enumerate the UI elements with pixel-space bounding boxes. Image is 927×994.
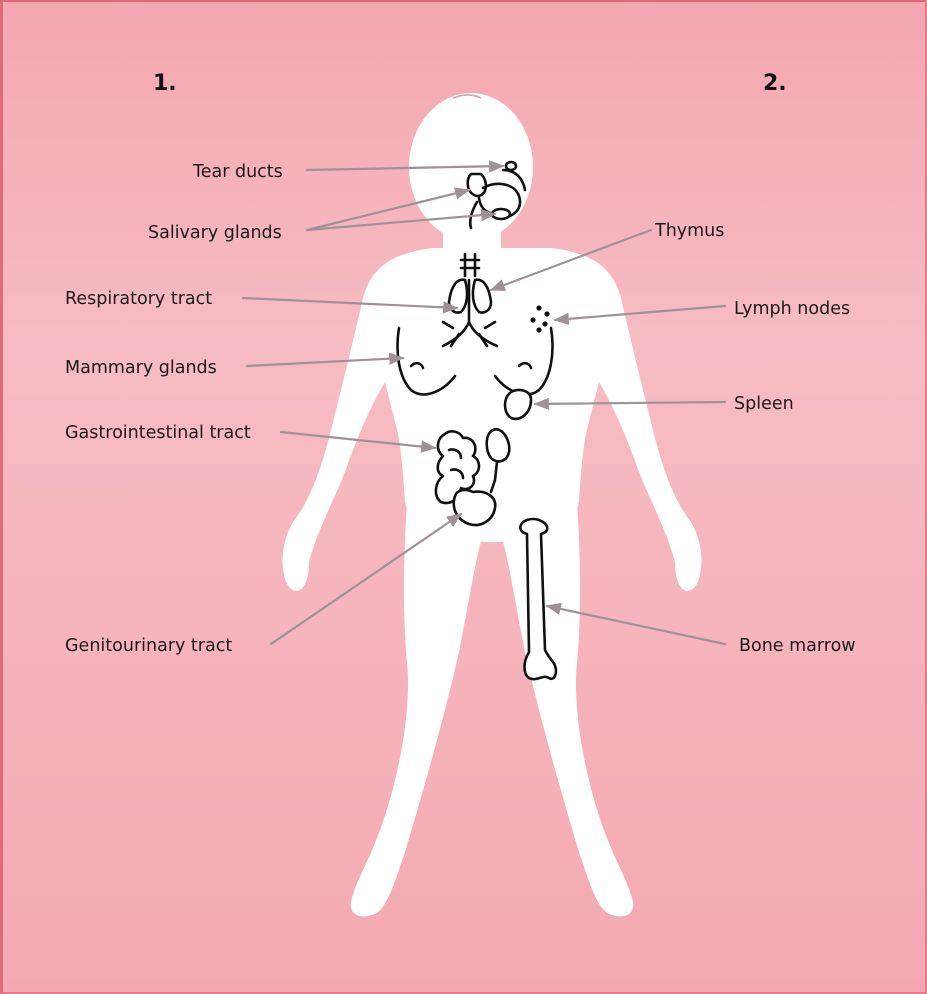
label-spleen: Spleen (734, 394, 794, 414)
label-genitourinary-tract: Genitourinary tract (65, 636, 232, 656)
label-lymph-nodes: Lymph nodes (734, 299, 850, 319)
label-salivary-glands: Salivary glands (148, 223, 282, 243)
panel-number-left: 1. (153, 71, 177, 96)
body-diagram: 1. 2. Tear ducts Salivary glands Respira… (3, 2, 925, 992)
salivary-gland-organ (468, 174, 486, 196)
label-tear-ducts: Tear ducts (192, 162, 283, 182)
panel-number-right: 2. (763, 71, 787, 96)
label-thymus: Thymus (654, 221, 724, 241)
tear-duct-organ (506, 162, 516, 170)
label-mammary-glands: Mammary glands (65, 358, 217, 378)
label-respiratory-tract: Respiratory tract (65, 289, 212, 309)
label-bone-marrow: Bone marrow (739, 636, 856, 656)
label-gastrointestinal-tract: Gastrointestinal tract (65, 423, 251, 443)
bladder-organ (454, 490, 495, 525)
kidney-organ (487, 429, 510, 461)
